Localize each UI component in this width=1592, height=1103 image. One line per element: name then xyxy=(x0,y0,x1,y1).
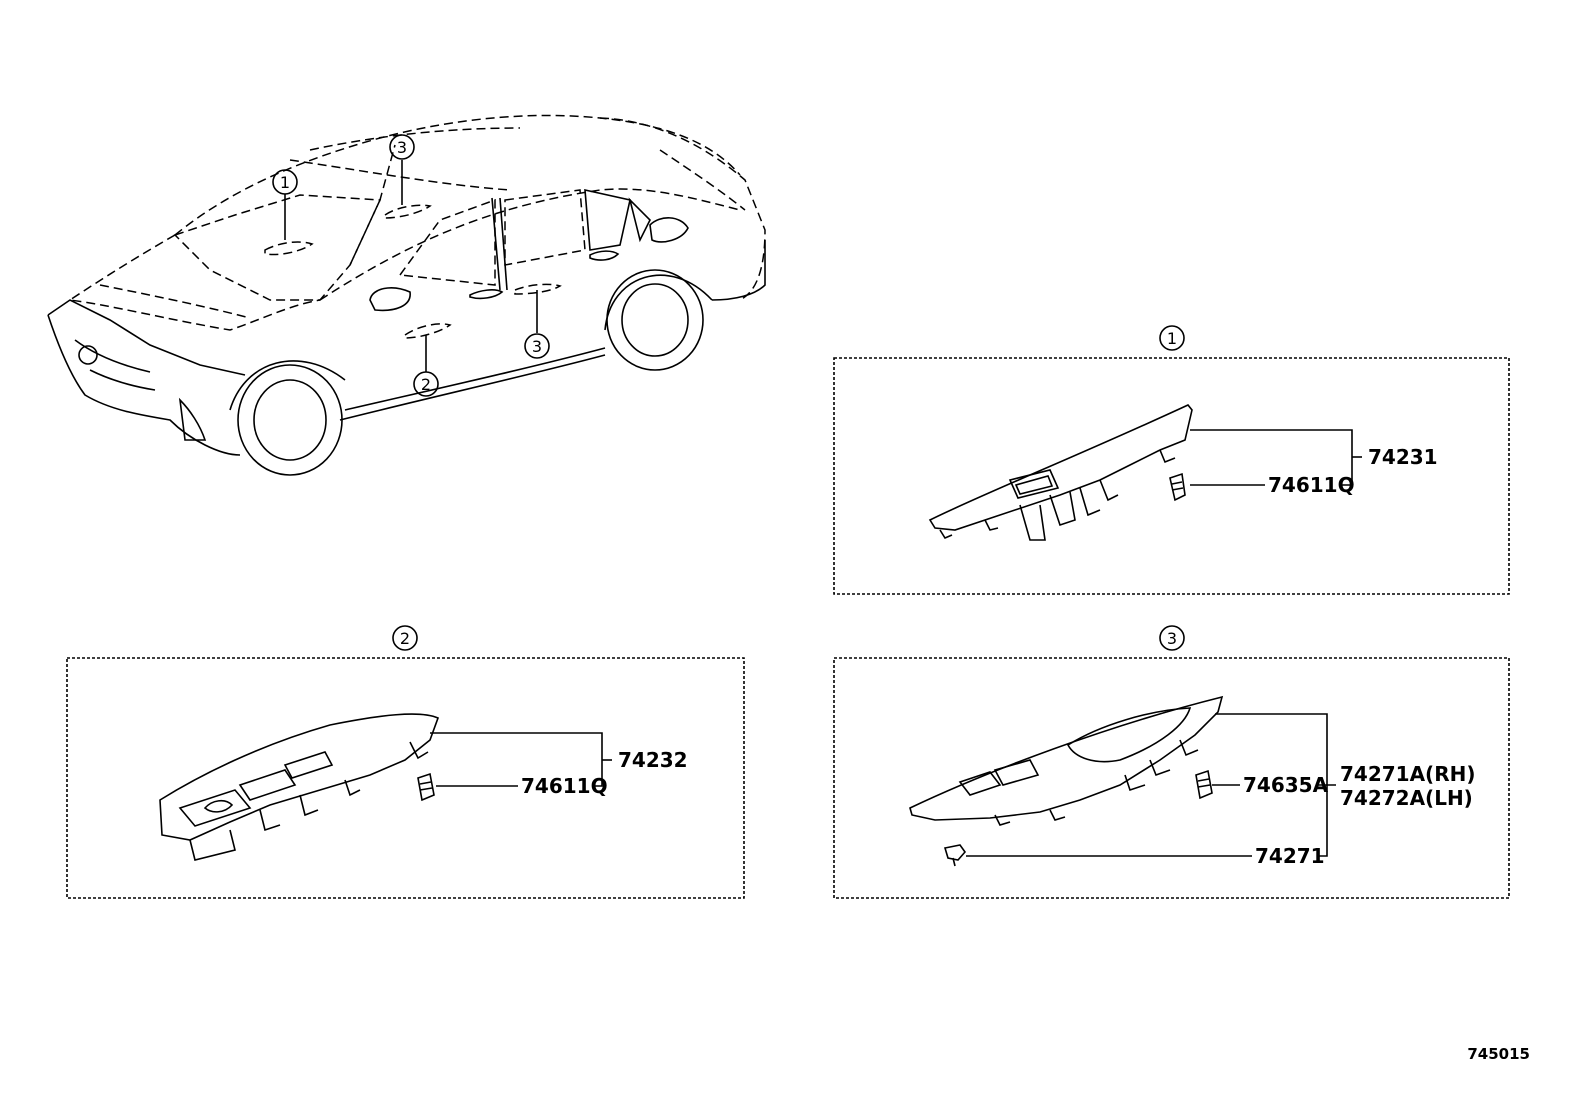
car-illustration xyxy=(47,114,766,476)
callout-1-text: 1 xyxy=(280,173,290,192)
panel-1-frame xyxy=(833,357,1510,595)
part-number-74635a: 74635A xyxy=(1243,773,1329,797)
part-number-74231: 74231 xyxy=(1368,445,1438,469)
callout-3-car-upper: 3 xyxy=(389,134,415,160)
callout-3-car-lower: 3 xyxy=(524,333,550,359)
panel-2-frame xyxy=(66,657,745,899)
part-number-74611q-panel2: 74611Q xyxy=(521,774,608,798)
panel-2-callout-circle xyxy=(392,625,418,651)
panel-3-clip xyxy=(1195,769,1213,800)
panel-3-callout-circle xyxy=(1159,625,1185,651)
panel-2-callout-text: 2 xyxy=(400,629,410,648)
panel-3-frame xyxy=(833,657,1510,899)
panel-2-clip xyxy=(417,772,435,802)
part-number-74272a-lh: 74272A(LH) xyxy=(1340,786,1473,810)
callout-2-text: 2 xyxy=(421,375,431,394)
panel-1-switch-base xyxy=(928,404,1193,531)
part-number-74232: 74232 xyxy=(618,748,688,772)
part-number-74611q-panel1: 74611Q xyxy=(1268,473,1355,497)
panel-2-switch-base xyxy=(159,713,440,841)
panel-1-callout-circle xyxy=(1159,325,1185,351)
callout-3-text: 3 xyxy=(397,138,407,157)
callout-3-text: 3 xyxy=(532,337,542,356)
panel-3-switch-base xyxy=(909,695,1224,821)
part-number-74271a-rh: 74271A(RH) xyxy=(1340,762,1475,786)
panel-2: 2 74232 74611Q xyxy=(66,625,745,899)
panel-1-callout-text: 1 xyxy=(1167,329,1177,348)
callout-2-car: 2 xyxy=(413,371,439,397)
panel-3: 3 74635A 74271A(RH) 74272A(LH) 74271 xyxy=(833,625,1510,899)
part-number-74271: 74271 xyxy=(1255,844,1325,868)
panel-1-clip xyxy=(1169,472,1186,502)
panel-3-callout-text: 3 xyxy=(1167,629,1177,648)
panel-1: 1 74231 74611Q xyxy=(833,325,1510,595)
diagram-id: 745015 xyxy=(1467,1045,1530,1063)
callout-1-car: 1 xyxy=(272,169,298,195)
panel-3-screw xyxy=(943,844,967,861)
